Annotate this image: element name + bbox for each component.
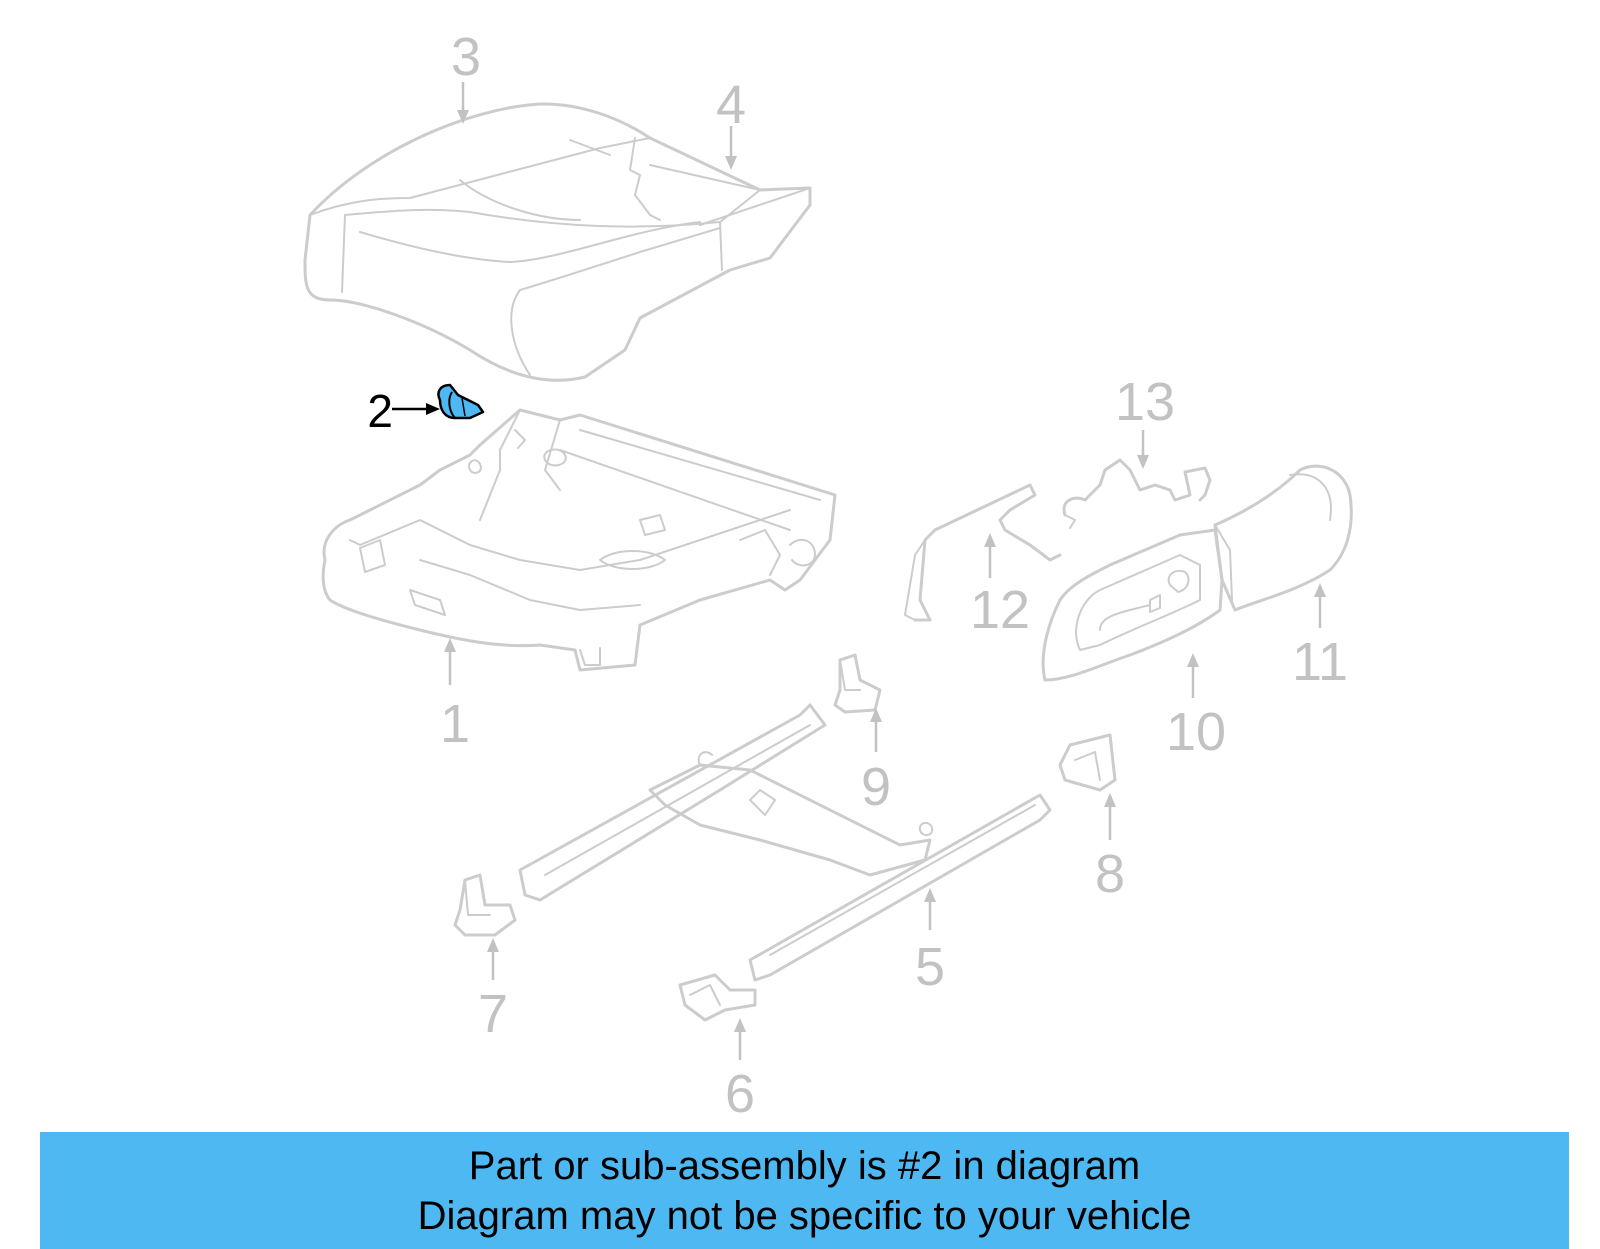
callout-8: 8	[1095, 844, 1125, 904]
callout-4: 4	[716, 75, 746, 135]
part-5-seat-track[interactable]	[518, 703, 1052, 982]
callout-9: 9	[861, 757, 891, 817]
part-12-wire[interactable]	[904, 483, 1062, 622]
callout-10: 10	[1166, 702, 1226, 762]
part-6-bracket[interactable]	[678, 973, 757, 1022]
callout-5: 5	[915, 937, 945, 997]
callout-1: 1	[440, 694, 470, 754]
callout-6: 6	[725, 1064, 755, 1124]
banner-line-part-info: Part or sub-assembly is #2 in diagram	[468, 1143, 1141, 1188]
callout-3: 3	[451, 27, 481, 87]
part-3-seat-cushion[interactable]	[303, 102, 812, 382]
info-banner: Part or sub-assembly is #2 in diagram Di…	[40, 1132, 1569, 1249]
part-1-seat-frame[interactable]	[321, 408, 837, 672]
part-2-clip[interactable]	[437, 383, 485, 420]
part-10-switch-panel[interactable]	[1041, 528, 1224, 682]
part-8-bracket[interactable]	[1058, 733, 1117, 792]
part-7-bracket[interactable]	[453, 873, 517, 937]
callout-7: 7	[478, 984, 508, 1044]
part-11-side-trim[interactable]	[1213, 464, 1353, 612]
part-4-cushion-cover[interactable]	[629, 137, 811, 226]
callout-2: 2	[367, 385, 393, 437]
callout-labels: 3 4 2 1 13 12 11 10 9 8 5 7 6	[367, 27, 1348, 1124]
part-9-bracket[interactable]	[833, 653, 882, 714]
banner-line-disclaimer: Diagram may not be specific to your vehi…	[417, 1193, 1192, 1238]
part-13-wire-harness[interactable]	[1062, 458, 1212, 529]
callout-arrows	[392, 82, 1326, 1060]
callout-13: 13	[1115, 372, 1175, 432]
callout-12: 12	[970, 580, 1030, 640]
callout-11: 11	[1292, 632, 1348, 692]
